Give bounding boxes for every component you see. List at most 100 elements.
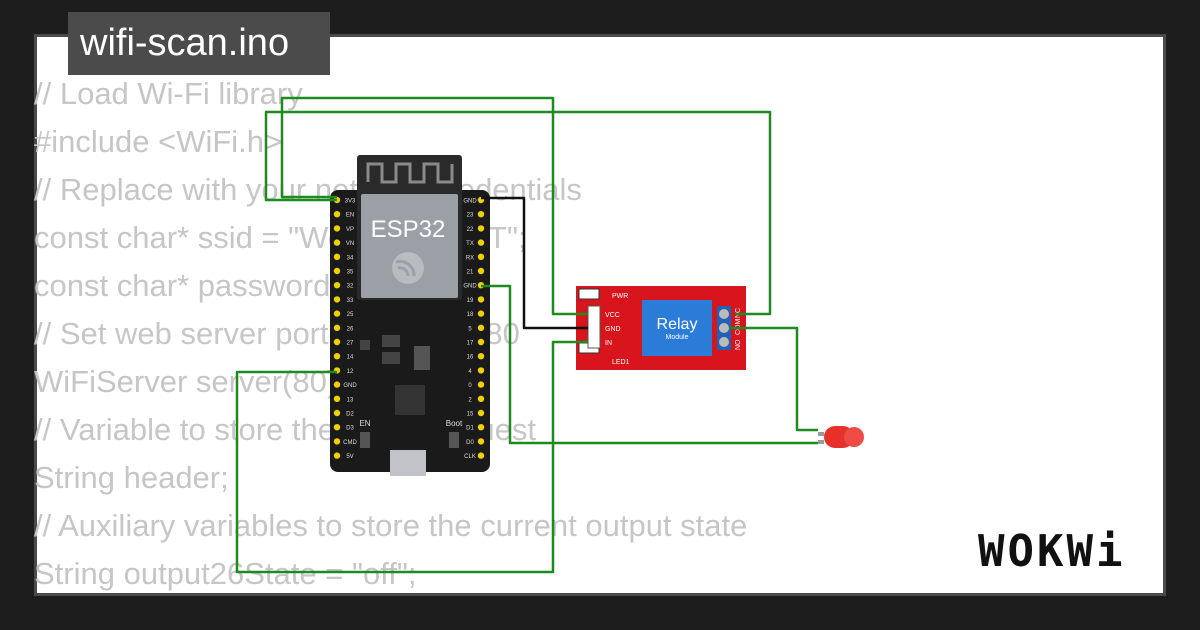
pin-en[interactable] (333, 211, 341, 218)
pin-label: CLK (464, 454, 476, 460)
gnd-label: GND (605, 326, 621, 333)
regulator (414, 346, 430, 370)
pin-33[interactable] (333, 296, 341, 303)
pin-d0[interactable] (477, 438, 485, 445)
pin-16[interactable] (477, 353, 485, 360)
pin-22[interactable] (477, 225, 485, 232)
vcc-label: VCC (605, 312, 620, 319)
led1-label: LED1 (612, 359, 630, 366)
wire-gnd[interactable] (481, 196, 588, 330)
pin-23[interactable] (477, 211, 485, 218)
wire-no-to-led[interactable] (729, 326, 818, 432)
file-title-tab[interactable]: wifi-scan.ino (68, 12, 330, 75)
pin-label: 16 (467, 355, 474, 361)
code-line: WiFiServer server(80); (34, 364, 346, 399)
pin-25[interactable] (333, 310, 341, 317)
code-line: #include <WiFi.h> (34, 124, 283, 159)
pwr-led-indicator (578, 288, 600, 300)
pin-label: 15 (467, 412, 474, 418)
pin-clk[interactable] (477, 452, 485, 459)
relay-sublabel: Module (666, 334, 689, 341)
pin-5[interactable] (477, 324, 485, 331)
wire-3v3-to-com[interactable] (264, 110, 772, 316)
pin-label: 22 (467, 227, 474, 233)
pin-label: 12 (347, 369, 354, 375)
pin-label: TX (466, 241, 474, 247)
wire-in[interactable] (235, 340, 588, 574)
pin-cmd[interactable] (333, 438, 341, 445)
code-line: String output26State = "off"; (34, 556, 417, 591)
pin-label: GND (463, 199, 477, 205)
pin-gnd[interactable] (333, 381, 341, 388)
wires (235, 96, 818, 574)
pin-18[interactable] (477, 310, 485, 317)
pin-0[interactable] (477, 381, 485, 388)
pin-label: 23 (467, 213, 474, 219)
en-label: EN (359, 419, 370, 428)
wire-gpio-to-led[interactable] (481, 284, 818, 445)
pin-label: D3 (346, 426, 354, 432)
pin-d2[interactable] (333, 409, 341, 417)
esp32-board[interactable]: ESP32 3V3ENVPVN343532332526271412GND13D2… (330, 155, 490, 476)
relay-pin-header (587, 305, 601, 349)
espressif-logo-icon (392, 252, 424, 284)
pin-label: 34 (347, 255, 354, 261)
relay-module[interactable]: PWR LED1 VCC GND IN Relay Module NO COM … (576, 286, 746, 370)
pin-13[interactable] (333, 395, 341, 402)
pin-5v[interactable] (333, 452, 341, 459)
pin-27[interactable] (333, 338, 341, 346)
pin-label: D2 (346, 412, 354, 418)
code-line: String header; (34, 460, 229, 495)
pin-21[interactable] (477, 267, 485, 275)
usb-chip (395, 385, 425, 415)
pin-label: D0 (466, 440, 474, 446)
smd-component (382, 335, 400, 347)
code-background: // Load Wi-Fi library#include <WiFi.h>//… (34, 70, 747, 598)
pin-label: 0 (468, 383, 472, 389)
pin-34[interactable] (333, 253, 341, 260)
pin-19[interactable] (477, 296, 485, 303)
in-label: IN (605, 340, 612, 347)
pin-label: D1 (466, 426, 474, 432)
pin-32[interactable] (333, 282, 341, 289)
pin-2[interactable] (477, 395, 485, 402)
pin-label: 13 (347, 397, 354, 403)
red-led[interactable] (818, 426, 864, 448)
pin-14[interactable] (333, 353, 341, 360)
relay-body (642, 300, 712, 356)
board-label: ESP32 (371, 216, 446, 243)
pin-label: EN (346, 213, 354, 219)
boot-button[interactable] (449, 432, 459, 448)
pin-vn[interactable] (333, 239, 341, 246)
pin-label: 32 (347, 284, 354, 290)
pin-label: 26 (347, 326, 354, 332)
pin-label: 19 (467, 298, 474, 304)
pin-d3[interactable] (333, 424, 341, 431)
pin-35[interactable] (333, 267, 341, 275)
pin-label: 17 (467, 341, 474, 347)
en-button[interactable] (360, 432, 370, 448)
pin-26[interactable] (333, 324, 341, 331)
pin-label: GND (343, 383, 357, 389)
pin-label: 4 (468, 369, 472, 375)
smd-component (360, 340, 370, 350)
pin-label: RX (466, 255, 474, 261)
pin-label: 27 (347, 341, 354, 347)
pin-label: 33 (347, 298, 354, 304)
pin-vp[interactable] (333, 225, 341, 232)
pin-4[interactable] (477, 367, 485, 374)
pin-label: 18 (467, 312, 474, 318)
wire-vcc[interactable] (280, 96, 588, 316)
pin-label: 21 (467, 270, 474, 276)
left-pin-header: 3V3ENVPVN343532332526271412GND13D2D3CMD5… (333, 196, 357, 460)
pin-rx[interactable] (477, 253, 485, 260)
pin-17[interactable] (477, 338, 485, 346)
pin-label: 5V (346, 454, 353, 460)
pin-d1[interactable] (477, 424, 485, 431)
pin-15[interactable] (477, 409, 485, 417)
code-line: // Auxiliary variables to store the curr… (34, 508, 748, 543)
pin-tx[interactable] (477, 239, 485, 246)
terminal-no-label: NO (735, 339, 742, 350)
usb-port (390, 450, 426, 476)
file-title: wifi-scan.ino (80, 22, 290, 64)
